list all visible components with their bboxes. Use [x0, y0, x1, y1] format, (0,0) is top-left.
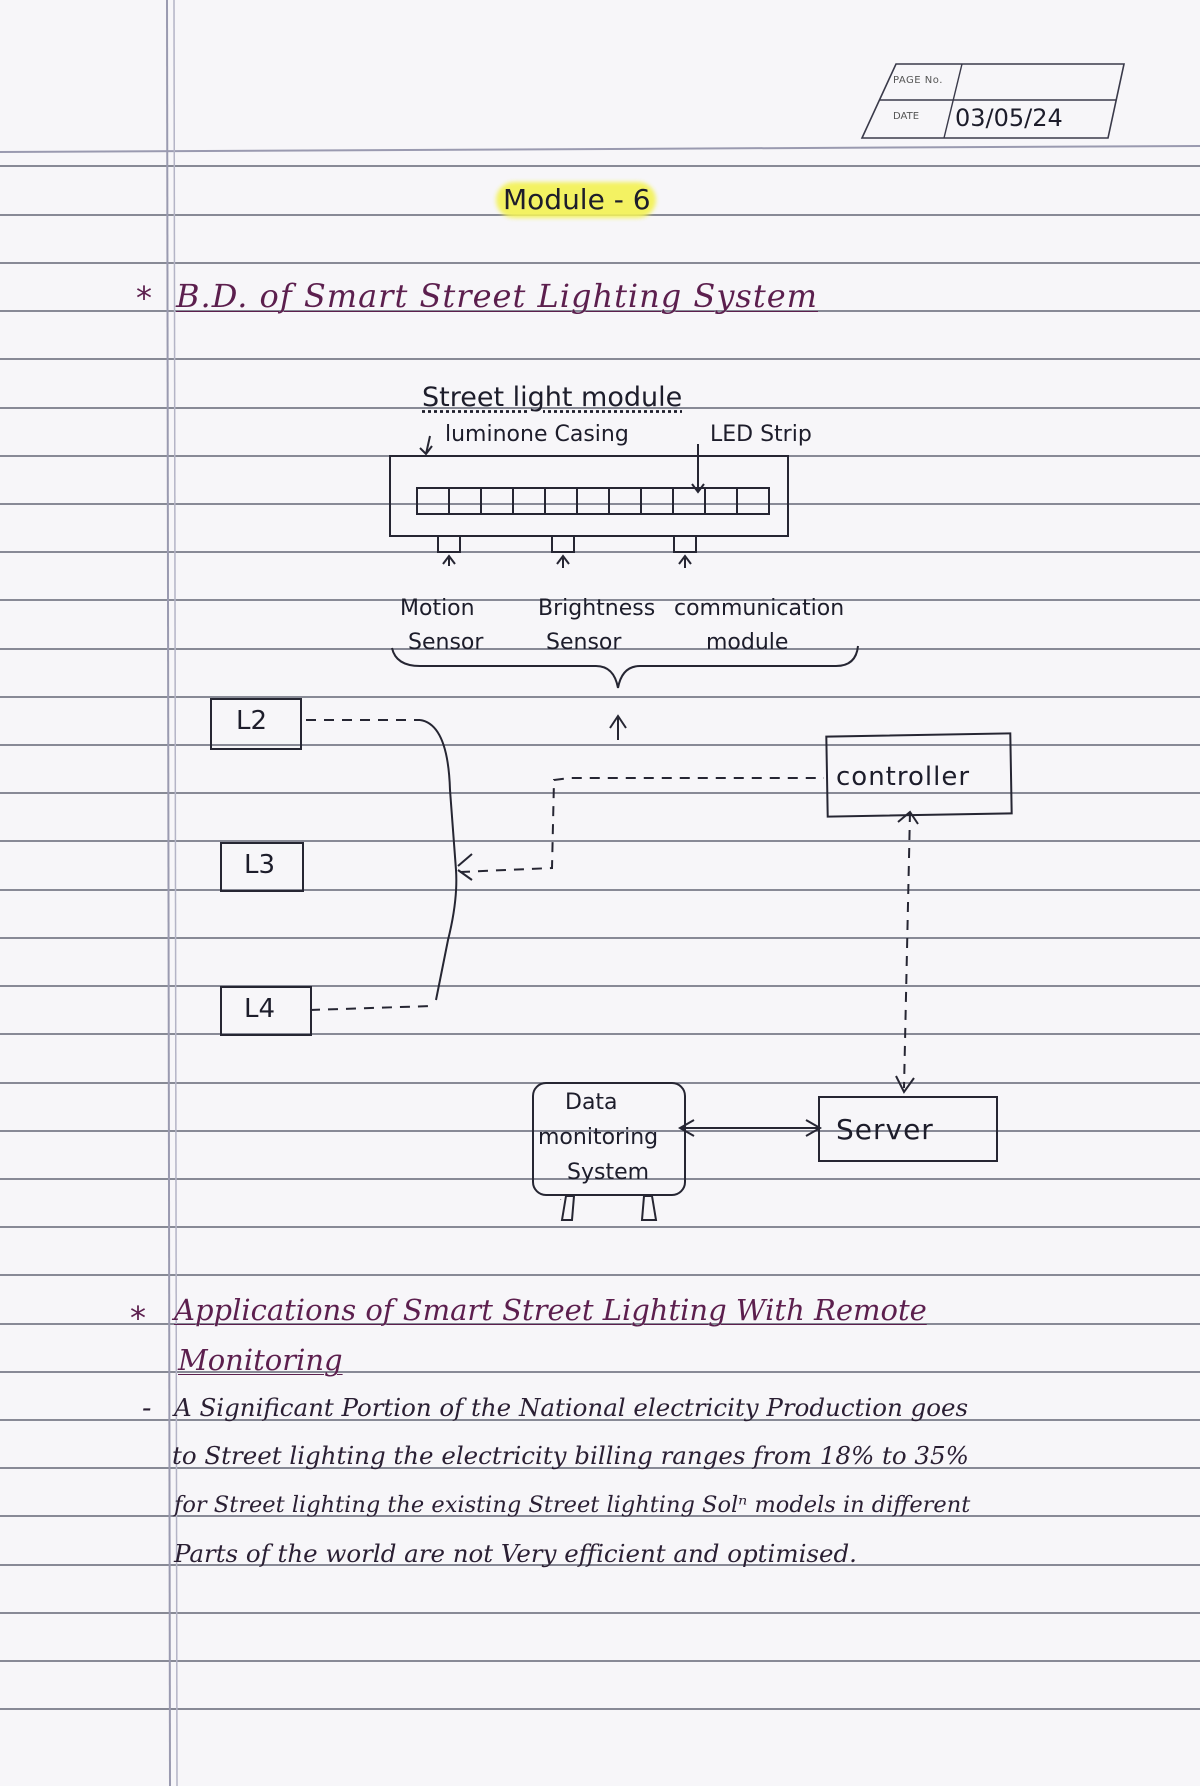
lamp-l4-label: L4 — [244, 994, 276, 1024]
section1-heading: B.D. of Smart Street Lighting System — [176, 277, 818, 315]
street-light-module-title: Street light module — [422, 382, 683, 413]
module-title: Module - 6 — [503, 183, 651, 216]
diagram-connections — [306, 645, 919, 1200]
sensor-3-line1: communication — [674, 596, 845, 621]
lamp-l3-box — [220, 842, 304, 892]
date-label: DATE — [893, 111, 920, 122]
luminone-casing-label: luminone Casing — [445, 422, 629, 447]
body-line-4: Parts of the world are not Very efficien… — [174, 1539, 857, 1568]
data-system-line3: System — [567, 1160, 650, 1185]
led-strip-label: LED Strip — [710, 422, 812, 447]
date-value: 03/05/24 — [955, 104, 1063, 132]
server-label: Server — [836, 1113, 934, 1146]
sensor-2-line2: Sensor — [546, 630, 622, 655]
body-dash: - — [142, 1391, 152, 1424]
lamp-l2-label: L2 — [236, 706, 268, 736]
data-monitoring-box — [532, 1082, 686, 1196]
page-date-box — [860, 63, 1125, 139]
controller-label: controller — [836, 762, 971, 792]
monitor-stand — [560, 1195, 658, 1221]
section2-bullet: * — [130, 1299, 146, 1337]
body-line-2: to Street lighting the electricity billi… — [172, 1441, 969, 1470]
server-box — [818, 1096, 998, 1162]
section1-bullet: * — [136, 279, 152, 317]
body-line-3: for Street lighting the existing Street … — [174, 1492, 971, 1518]
sensor-3-line2: module — [706, 630, 789, 655]
sensor-1-line1: Motion — [400, 596, 475, 621]
sensor-2-line1: Brightness — [538, 596, 656, 621]
data-system-line2: monitoring — [538, 1125, 659, 1150]
street-light-module-drawing — [389, 435, 789, 568]
lamp-l2-box — [210, 698, 302, 750]
sensor-1-line2: Sensor — [408, 630, 484, 655]
lamp-l3-label: L3 — [244, 850, 276, 880]
lamp-l4-box — [220, 986, 312, 1036]
data-system-line1: Data — [565, 1090, 618, 1115]
highlighter-mark — [496, 182, 656, 218]
section2-heading-line2: Monitoring — [178, 1343, 343, 1377]
body-line-1: A Significant Portion of the National el… — [174, 1393, 969, 1422]
section2-heading-line1: Applications of Smart Street Lighting Wi… — [174, 1293, 927, 1327]
page-no-label: PAGE No. — [893, 75, 943, 86]
